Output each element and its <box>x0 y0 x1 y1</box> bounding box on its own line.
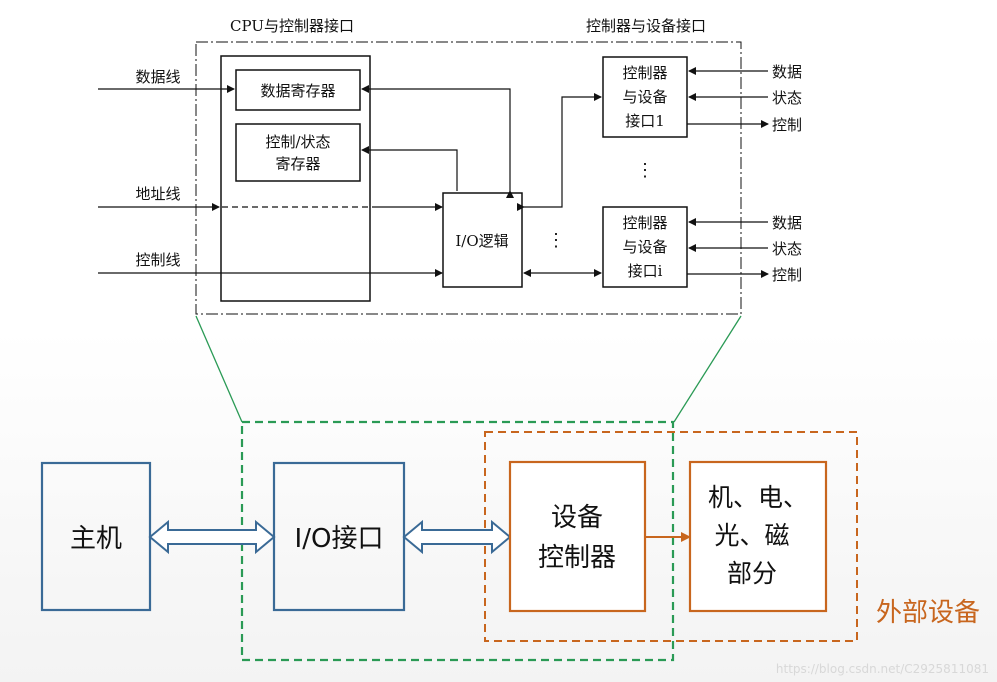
interface-boundary <box>195 41 742 315</box>
devi-label-1: 控制器 <box>622 214 667 232</box>
mech-label-1: 机、电、 <box>708 483 808 512</box>
status-register-label-2: 寄存器 <box>275 155 320 173</box>
address-line-label: 地址线 <box>135 185 180 203</box>
cpu-interface-title: CPU与控制器接口 <box>230 17 354 35</box>
control-line-label: 控制线 <box>135 251 180 269</box>
io-dots: ⋮ <box>547 230 565 251</box>
top-diagram: CPU与控制器接口 控制器与设备接口 数据线 地址线 控制线 数据寄存器 控制/… <box>92 12 812 318</box>
dev1-control-label: 控制 <box>772 116 802 134</box>
status-register-label-1: 控制/状态 <box>265 133 330 151</box>
io-interface-label: I/O接口 <box>295 524 384 554</box>
devi-control-label: 控制 <box>772 266 802 284</box>
dev1-data-label: 数据 <box>772 63 802 81</box>
io-interface-region <box>240 420 675 662</box>
device-interface-i-box <box>602 206 688 288</box>
io-dev1-link <box>517 93 602 211</box>
status-reg-io-link <box>361 146 458 191</box>
dev1-status-label: 状态 <box>772 89 802 107</box>
bottom-diagram: 主机 I/O接口 设备 控制器 机、电、 光、磁 部分 外部设备 <box>40 420 980 662</box>
device-controller-label-1: 设备 <box>551 503 603 533</box>
dev1-label-1: 控制器 <box>622 64 667 82</box>
devi-label-3: 接口i <box>628 262 663 280</box>
watermark: https://blog.csdn.net/C2925811081 <box>775 662 989 676</box>
dev1-label-2: 与设备 <box>622 88 667 106</box>
zoom-line-right <box>673 315 742 423</box>
device-controller-box <box>508 460 647 613</box>
device-interface-title: 控制器与设备接口 <box>586 17 706 35</box>
data-register-label: 数据寄存器 <box>260 82 335 100</box>
io-controller-double-arrow <box>402 519 512 555</box>
status-register-box <box>235 123 361 182</box>
io-logic-label: I/O逻辑 <box>455 232 508 250</box>
data-register-box <box>235 69 361 111</box>
zoom-line-left <box>195 315 243 423</box>
mech-label-3: 部分 <box>727 559 777 588</box>
device-interface-1-box <box>602 56 688 138</box>
devi-status-label: 状态 <box>772 240 802 258</box>
dev1-label-3: 接口1 <box>625 112 665 130</box>
dev-dots: ⋮ <box>636 160 654 181</box>
mech-part-box <box>688 460 828 613</box>
device-controller-label-2: 控制器 <box>538 543 616 573</box>
host-label: 主机 <box>70 524 122 554</box>
external-device-label: 外部设备 <box>876 598 980 628</box>
data-line-label: 数据线 <box>135 68 180 86</box>
devi-data-label: 数据 <box>772 214 802 232</box>
devi-label-2: 与设备 <box>622 238 667 256</box>
mech-label-2: 光、磁 <box>714 521 789 550</box>
host-io-double-arrow <box>148 519 276 555</box>
data-reg-io-link <box>361 85 514 198</box>
